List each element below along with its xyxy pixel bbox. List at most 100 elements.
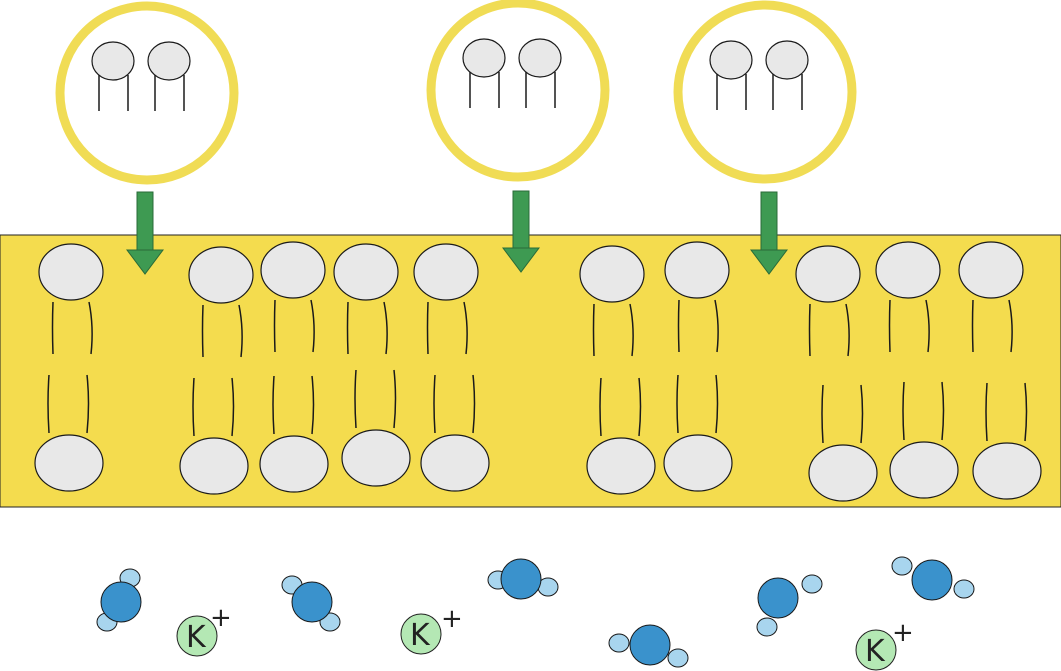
lipid-head-icon <box>91 41 135 81</box>
lipid-head-icon <box>579 245 645 303</box>
lipid-tail <box>860 384 864 444</box>
insert-arrow-icon <box>502 190 540 273</box>
hydrogen-atom <box>756 617 778 637</box>
lipid-tail <box>592 303 595 357</box>
hydrogen-atom <box>608 633 630 653</box>
lipid-head-icon <box>341 429 411 487</box>
oxygen-atom <box>100 581 142 623</box>
lipid-tail <box>231 377 235 437</box>
lipid-tail <box>985 382 988 442</box>
lipid-head-icon <box>413 243 479 301</box>
lipid-tail <box>272 375 275 435</box>
lipid-head-icon <box>958 241 1024 299</box>
lipid-tail <box>463 301 468 355</box>
potassium-ion-icon <box>176 615 218 657</box>
insert-arrow-icon <box>750 191 788 275</box>
lipid-tail <box>238 304 243 358</box>
lipid-tail <box>310 299 315 353</box>
lipid-tails <box>47 299 1028 444</box>
lipid-head-icon <box>518 38 562 78</box>
lipid-head-icon <box>875 241 941 299</box>
ion-charge: + <box>210 603 232 633</box>
lipid-tail <box>383 301 388 355</box>
lipid-tail <box>715 374 719 434</box>
arrow-shaft <box>136 191 154 253</box>
lipid-tail <box>925 299 930 353</box>
lipid-tail <box>971 299 974 353</box>
insert-arrow-icon <box>126 191 164 275</box>
lipid-tail <box>426 301 429 355</box>
ion-symbol: K <box>186 620 207 655</box>
hydrogen-atom <box>801 574 823 594</box>
lipid-tail <box>902 381 905 441</box>
lipid-head-icon <box>889 441 959 499</box>
water-molecule-icon <box>756 574 823 637</box>
lipid-head-icon <box>795 245 861 303</box>
lipid-head-icon <box>709 40 753 80</box>
potassium-ion-3: K + <box>855 618 914 671</box>
lipid-tail <box>273 299 276 353</box>
water-molecules <box>96 556 975 668</box>
ion-charge: + <box>892 618 914 648</box>
lipid-tail <box>821 384 824 444</box>
lipid-head-icon <box>972 442 1042 500</box>
lipid-head-icon <box>586 437 656 495</box>
lipid-tail <box>808 303 811 357</box>
lipid-tail <box>714 299 719 353</box>
lipid-tail <box>1008 299 1013 353</box>
lipid-head-icon <box>808 444 878 502</box>
water-molecule-icon <box>96 568 142 632</box>
lipid-tail <box>629 303 634 357</box>
lipid-tail <box>638 377 642 437</box>
oxygen-atom <box>500 558 542 600</box>
lipid-tail <box>599 377 602 437</box>
lipid-tail <box>472 374 476 434</box>
lipid-tail <box>51 301 54 355</box>
ion-symbol: K <box>865 634 886 669</box>
lipid-tail <box>192 377 195 437</box>
water-molecule-icon <box>487 558 559 600</box>
lipid-tail <box>941 381 945 441</box>
insert-ring <box>673 0 857 184</box>
lipid-tail <box>676 374 679 434</box>
lipid-tail <box>201 304 204 358</box>
lipid-heads <box>34 241 1042 502</box>
arrow-shaft <box>512 190 530 251</box>
lipid-head-icon <box>333 243 399 301</box>
water-molecule-icon <box>891 556 975 601</box>
insert-ring <box>426 0 610 182</box>
lipid-tail <box>88 301 93 355</box>
lipid-head-icon <box>259 435 329 493</box>
hydrogen-atom <box>953 579 975 599</box>
lipid-tail <box>1024 382 1028 442</box>
lipid-tail <box>845 303 850 357</box>
lipid-head-icon <box>462 38 506 78</box>
lipid-tail <box>86 374 90 434</box>
lipid-head-icon <box>34 434 104 492</box>
lipid-head-icon <box>765 40 809 80</box>
ion-symbol: K <box>410 618 431 653</box>
arrow-head <box>502 247 540 273</box>
insert-ring <box>55 1 239 185</box>
oxygen-atom <box>911 559 953 601</box>
lipid-insert <box>426 0 610 182</box>
lipid-head-icon <box>188 246 254 304</box>
lipid-head-icon <box>260 241 326 299</box>
arrow-shaft <box>760 191 778 253</box>
lipid-head-icon <box>664 241 730 299</box>
potassium-ion-icon <box>400 613 442 655</box>
lipid-tail <box>888 299 891 353</box>
lipid-tail <box>354 369 357 429</box>
lipid-tail <box>311 375 315 435</box>
lipid-head-icon <box>179 437 249 495</box>
oxygen-atom <box>757 577 799 619</box>
lipid-tail <box>47 374 50 434</box>
lipid-insert <box>673 0 857 184</box>
lipid-tail <box>433 374 436 434</box>
water-molecule-icon <box>281 575 341 632</box>
lipid-head-icon <box>663 434 733 492</box>
arrow-head <box>126 249 164 275</box>
hydrogen-atom <box>667 648 689 668</box>
hydrogen-atom <box>891 556 913 576</box>
